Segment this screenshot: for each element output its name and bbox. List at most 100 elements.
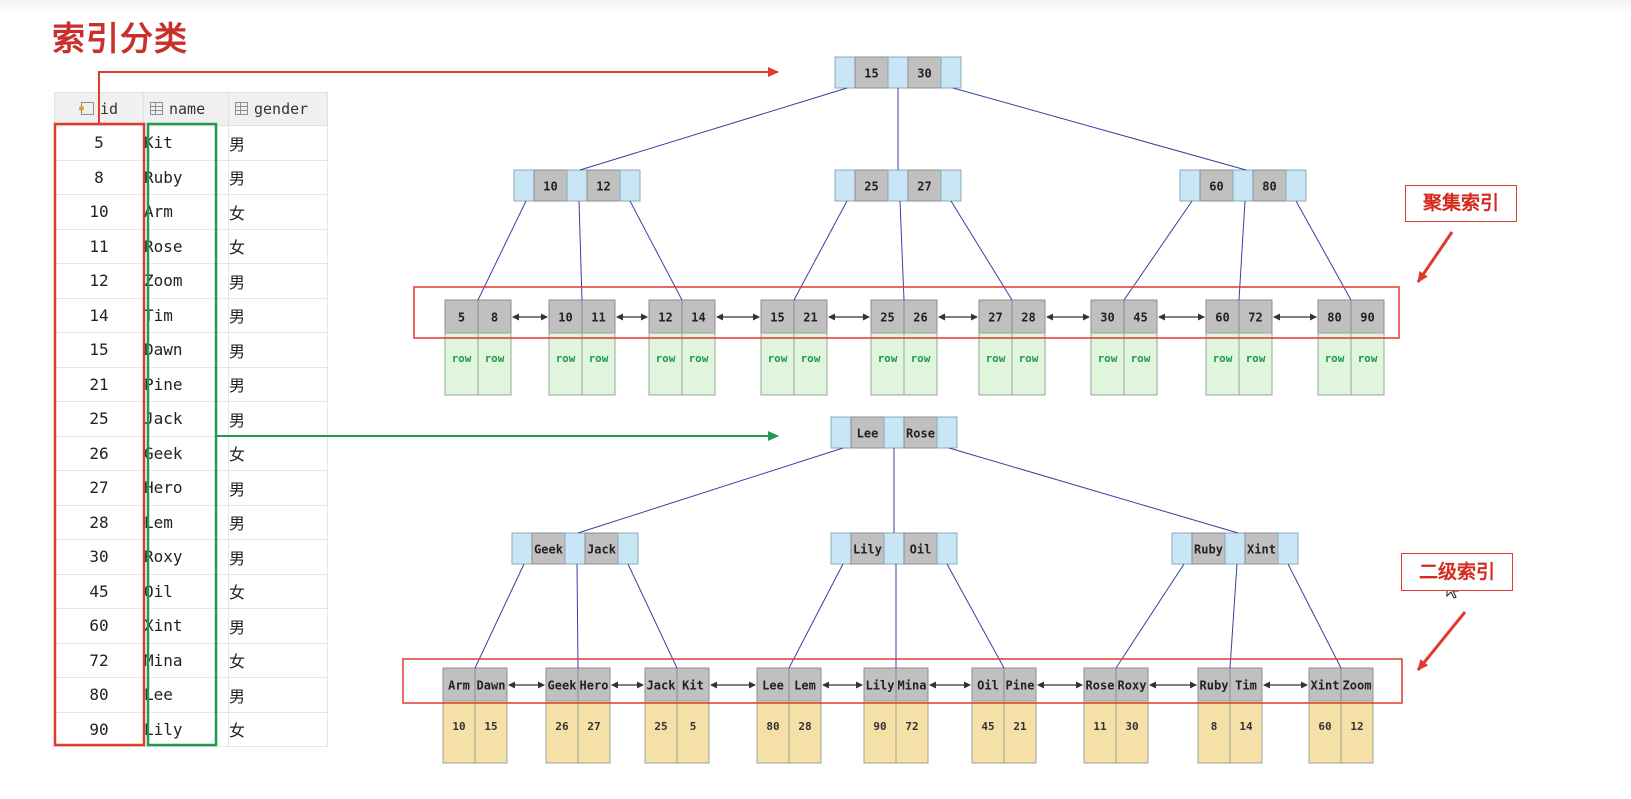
leaf-payload-label: row — [656, 352, 676, 365]
cell-gender[interactable]: 女 — [228, 642, 328, 678]
cell-name[interactable]: Pine — [143, 366, 229, 402]
node-pointer — [513, 169, 535, 202]
leaf-payload — [577, 700, 611, 764]
leaf-key-label: Zoom — [1343, 679, 1372, 693]
cell-id[interactable]: 15 — [54, 332, 144, 368]
header-name[interactable]: name — [143, 92, 229, 126]
cell-name[interactable]: Oil — [143, 573, 229, 609]
leaf-key — [676, 667, 710, 702]
cell-id[interactable]: 14 — [54, 297, 144, 333]
cell-name[interactable]: Ruby — [143, 159, 229, 195]
cell-id[interactable]: 8 — [54, 159, 144, 195]
node-pointer — [834, 169, 856, 202]
node-pointer — [564, 532, 586, 565]
leaf-payload — [581, 332, 616, 396]
cell-gender[interactable]: 女 — [228, 711, 328, 747]
node-pointer — [887, 169, 909, 202]
header-gender-label: gender — [254, 100, 309, 118]
cell-gender[interactable]: 女 — [228, 228, 328, 264]
secondary-index-label: 二级索引 — [1401, 553, 1513, 591]
leaf-payload — [676, 700, 710, 764]
node-key-label: Oil — [910, 543, 932, 557]
leaf-key — [548, 299, 583, 334]
cell-gender[interactable]: 男 — [228, 539, 328, 575]
cell-id[interactable]: 10 — [54, 194, 144, 230]
node-key-label: Rose — [906, 427, 935, 441]
cell-id[interactable]: 90 — [54, 711, 144, 747]
node-key-label: 12 — [596, 180, 610, 194]
column-icon — [235, 102, 248, 115]
node-pointer — [936, 416, 958, 449]
cell-id[interactable]: 25 — [54, 401, 144, 437]
node-key — [1244, 532, 1279, 565]
node-pointer — [936, 532, 958, 565]
leaf-payload — [1003, 700, 1037, 764]
leaf-payload — [1083, 700, 1117, 764]
cell-gender[interactable]: 男 — [228, 297, 328, 333]
leaf-payload — [1011, 332, 1046, 396]
cell-id[interactable]: 60 — [54, 608, 144, 644]
cell-gender[interactable]: 男 — [228, 470, 328, 506]
leaf-payload-label: 90 — [873, 720, 886, 733]
cell-name[interactable]: Lem — [143, 504, 229, 540]
cell-gender[interactable]: 女 — [228, 435, 328, 471]
secondary-leaf-highlight — [402, 658, 1403, 704]
cell-name[interactable]: Jack — [143, 401, 229, 437]
cell-name[interactable]: Geek — [143, 435, 229, 471]
tree-edge — [1123, 200, 1193, 301]
leaf-payload-label: row — [1246, 352, 1266, 365]
leaf-payload — [644, 700, 678, 764]
cell-gender[interactable]: 男 — [228, 504, 328, 540]
leaf-payload — [444, 332, 479, 396]
tree-edge — [577, 447, 844, 534]
leaf-key — [870, 299, 905, 334]
leaf-key-label: Arm — [448, 679, 470, 693]
node-pointer — [511, 532, 533, 565]
leaf-key — [895, 667, 929, 702]
header-gender[interactable]: gender — [228, 92, 328, 126]
cell-name[interactable]: Kit — [143, 125, 229, 161]
cell-name[interactable]: Roxy — [143, 539, 229, 575]
cell-name[interactable]: Lily — [143, 711, 229, 747]
node-key-label: Xint — [1247, 543, 1276, 557]
cell-gender[interactable]: 男 — [228, 263, 328, 299]
cell-name[interactable]: Zoom — [143, 263, 229, 299]
leaf-payload — [895, 700, 929, 764]
cell-id[interactable]: 12 — [54, 263, 144, 299]
cell-name[interactable]: Tim — [143, 297, 229, 333]
clustered-link-arrow — [98, 67, 779, 124]
leaf-key-label: Geek — [548, 679, 578, 693]
cell-gender[interactable]: 男 — [228, 608, 328, 644]
cell-gender[interactable]: 男 — [228, 677, 328, 713]
cell-name[interactable]: Lee — [143, 677, 229, 713]
leaf-payload-label: 45 — [981, 720, 994, 733]
leaf-payload-label: row — [768, 352, 788, 365]
cell-name[interactable]: Xint — [143, 608, 229, 644]
node-pointer — [566, 169, 588, 202]
node-key — [854, 169, 889, 202]
leaf-payload-label: 11 — [1093, 720, 1107, 733]
leaf-key — [1238, 299, 1273, 334]
leaf-payload-label: row — [689, 352, 709, 365]
cell-gender[interactable]: 男 — [228, 332, 328, 368]
